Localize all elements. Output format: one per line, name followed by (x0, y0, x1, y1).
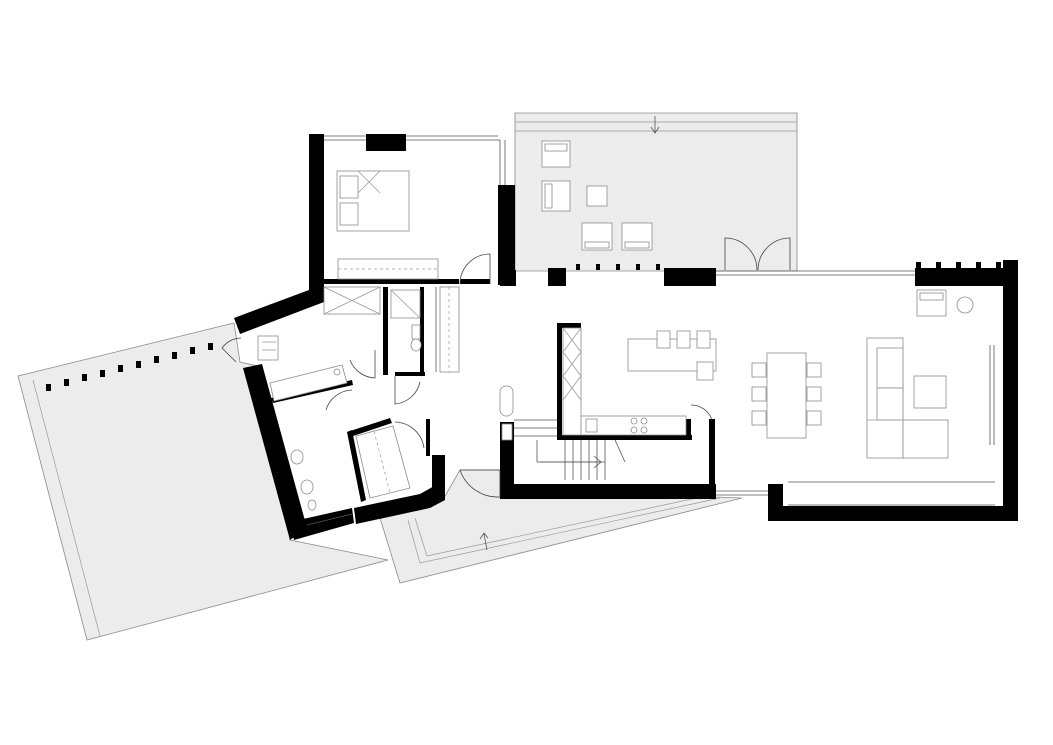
terrace-bollards (46, 343, 213, 391)
coffee-table (913, 375, 947, 409)
staircase (514, 419, 626, 480)
bathroom (390, 286, 460, 373)
side-table (956, 296, 974, 314)
toilet (411, 324, 421, 340)
walls (234, 134, 1018, 540)
vanity-counter (269, 364, 348, 402)
terrace-furniture (541, 140, 653, 251)
hall (499, 385, 626, 480)
dining (751, 352, 822, 439)
dining-table (766, 352, 807, 439)
washbasin (290, 449, 304, 465)
coat-hanger (499, 385, 514, 417)
glazing (306, 135, 995, 526)
tall-cabinets (562, 327, 582, 436)
bedroom (323, 170, 439, 315)
living (866, 289, 974, 459)
storage-rack (355, 425, 411, 499)
kitchen-counter (580, 415, 687, 436)
doors (221, 237, 791, 498)
closet-rack (439, 286, 460, 373)
kitchen (562, 327, 717, 436)
west-rooms (257, 335, 411, 511)
slope-arrows (479, 116, 660, 551)
